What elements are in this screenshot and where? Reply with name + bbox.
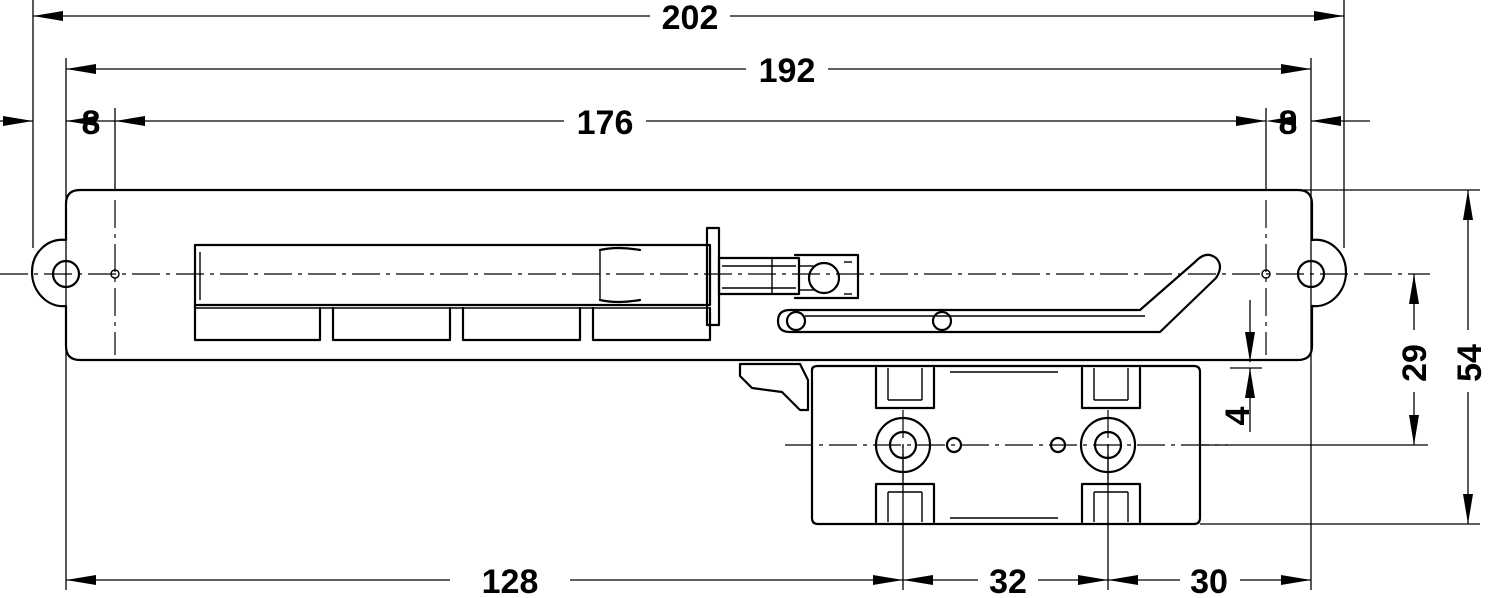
dimension-labels: 202 192 176 8 8 128 32 30 54 29 4 — [82, 0, 1488, 598]
dim-left-8: 8 — [82, 104, 101, 142]
mounting-block — [738, 362, 1202, 526]
center-lines — [0, 200, 1430, 480]
dim-right-8: 8 — [1279, 104, 1298, 142]
lever-arm — [776, 253, 1222, 334]
dimension-lines — [0, 11, 1473, 585]
dim-54: 54 — [1451, 344, 1488, 382]
dim-192: 192 — [759, 52, 816, 90]
right-mount-hole — [1296, 259, 1326, 289]
dim-29: 29 — [1396, 344, 1434, 382]
dim-202: 202 — [662, 0, 719, 37]
dim-30: 30 — [1190, 563, 1228, 598]
left-mount-hole — [51, 259, 81, 289]
dim-32: 32 — [989, 563, 1027, 598]
right-pin-hole — [1261, 269, 1271, 279]
left-pin-hole — [110, 269, 120, 279]
damper-cylinder — [193, 226, 860, 327]
dim-128: 128 — [482, 563, 539, 598]
dim-176: 176 — [577, 104, 634, 142]
mounting-plate — [30, 188, 1348, 362]
lower-segments — [193, 303, 712, 342]
dim-4: 4 — [1219, 406, 1257, 425]
